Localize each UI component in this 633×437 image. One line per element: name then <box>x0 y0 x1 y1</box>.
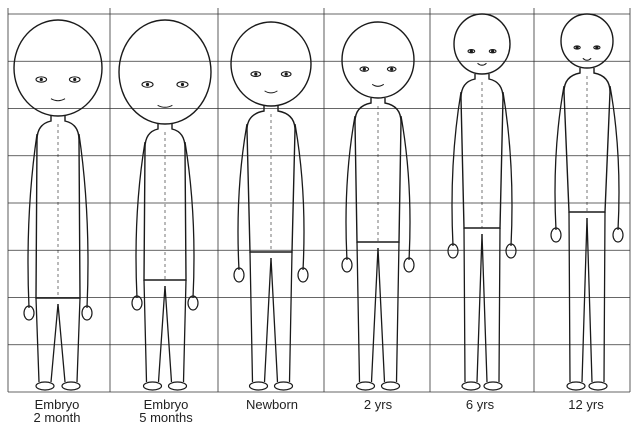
figure-embryo-2-month <box>14 20 102 390</box>
leg-outline <box>36 298 58 382</box>
hand <box>188 296 198 310</box>
foot <box>275 382 293 390</box>
pupil <box>595 46 598 49</box>
leg-outline <box>587 212 605 382</box>
foot <box>250 382 268 390</box>
pupil <box>363 68 366 71</box>
pupil <box>470 50 473 53</box>
leg-outline <box>144 280 165 382</box>
figure-newborn <box>231 22 311 390</box>
hand <box>24 306 34 320</box>
hand <box>298 268 308 282</box>
foot <box>169 382 187 390</box>
label-embryo-2-month: Embryo 2 month <box>7 398 107 424</box>
leg-outline <box>250 252 271 382</box>
foot <box>36 382 54 390</box>
pupil <box>285 72 288 75</box>
arm-outline <box>452 92 461 246</box>
pupil <box>491 50 494 53</box>
hand <box>448 244 458 258</box>
arm-outline <box>346 116 355 260</box>
mouth <box>51 99 65 101</box>
leg-outline <box>165 280 186 382</box>
leg-outline <box>58 298 80 382</box>
hand <box>234 268 244 282</box>
arm-outline <box>610 86 619 230</box>
label-embryo-5-months: Embryo 5 months <box>116 398 216 424</box>
foot <box>62 382 80 390</box>
pupil <box>40 78 43 81</box>
hand <box>404 258 414 272</box>
pupil <box>181 83 184 86</box>
pupil <box>576 46 579 49</box>
arm-outline <box>401 116 410 260</box>
pupil <box>146 83 149 86</box>
figure-2-yrs <box>342 22 414 390</box>
hand <box>82 306 92 320</box>
torso-outline <box>144 124 186 280</box>
mouth <box>265 91 278 93</box>
hand <box>613 228 623 242</box>
hand <box>132 296 142 310</box>
mouth <box>158 105 173 107</box>
leg-outline <box>464 228 482 382</box>
foot <box>589 382 607 390</box>
figure-embryo-5-months <box>119 20 211 390</box>
foot <box>484 382 502 390</box>
label-6-yrs: 6 yrs <box>430 398 530 411</box>
leg-outline <box>271 252 292 382</box>
hand <box>506 244 516 258</box>
head-outline <box>14 20 102 116</box>
mouth <box>583 58 591 60</box>
figure-6-yrs <box>448 14 516 390</box>
pupil <box>254 72 257 75</box>
mouth <box>372 84 384 86</box>
leg-outline <box>378 242 399 382</box>
foot <box>567 382 585 390</box>
mouth <box>478 63 487 65</box>
arm-outline <box>295 124 304 270</box>
arm-outline <box>503 92 512 246</box>
figure-12-yrs <box>551 14 623 390</box>
label-newborn: Newborn <box>222 398 322 411</box>
arm-outline <box>555 86 564 230</box>
pupil <box>390 68 393 71</box>
foot <box>357 382 375 390</box>
label-12-yrs: 12 yrs <box>536 398 633 411</box>
foot <box>462 382 480 390</box>
label-2-yrs: 2 yrs <box>328 398 428 411</box>
arm-outline <box>238 124 247 270</box>
foot <box>144 382 162 390</box>
leg-outline <box>569 212 587 382</box>
figures-group <box>14 14 623 390</box>
foot <box>382 382 400 390</box>
leg-outline <box>357 242 378 382</box>
leg-outline <box>482 228 500 382</box>
hand <box>551 228 561 242</box>
head-outline <box>231 22 311 106</box>
hand <box>342 258 352 272</box>
pupil <box>73 78 76 81</box>
